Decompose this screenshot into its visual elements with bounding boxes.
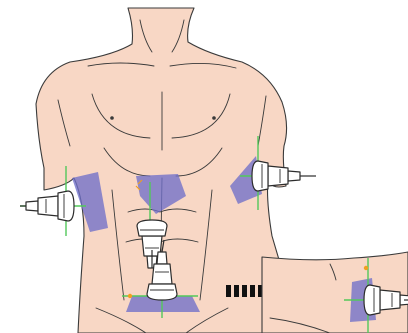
nipple-right: [212, 116, 216, 120]
nipple-left: [110, 116, 114, 120]
orientation-marker: [128, 294, 132, 298]
inset-view: [262, 252, 408, 333]
ultrasound-probe-icon: [20, 191, 74, 221]
orientation-marker: [364, 266, 368, 270]
